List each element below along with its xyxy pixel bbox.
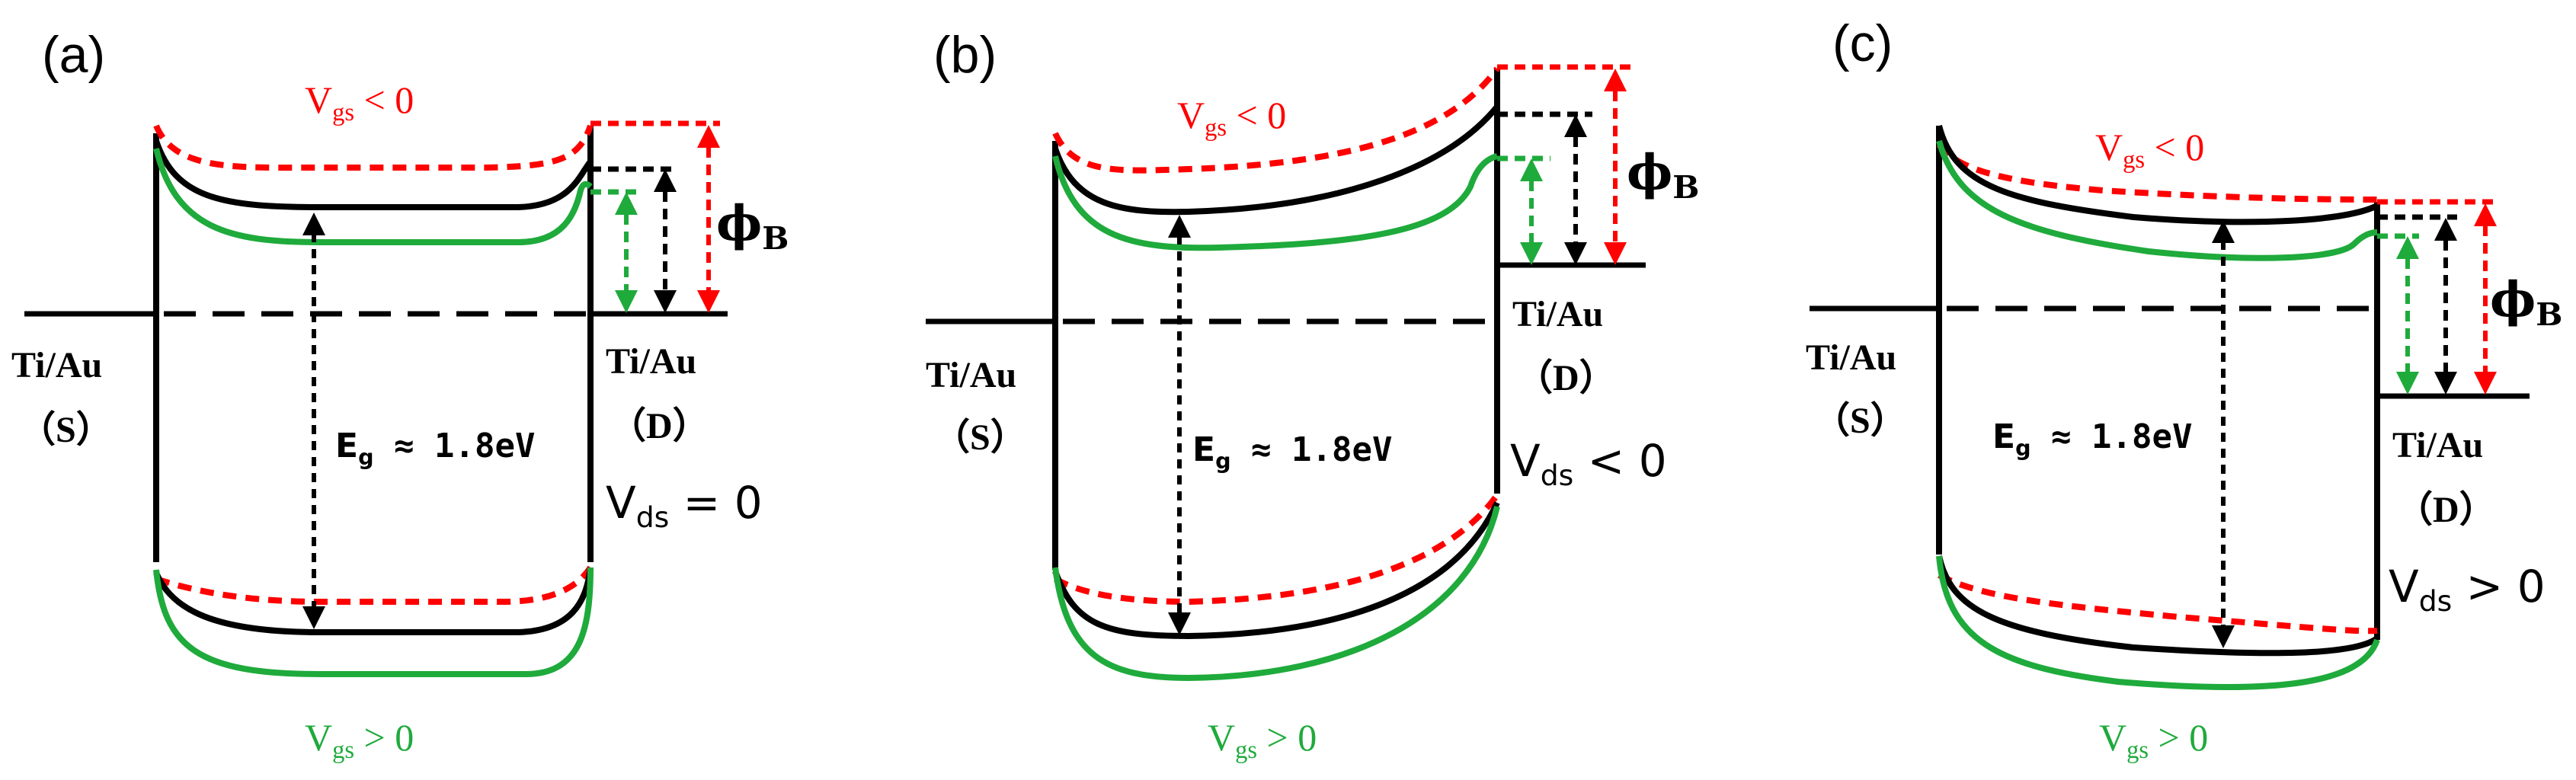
vgs-negative-label: Vgs < 0 (1177, 94, 1286, 142)
source-metal-label: Ti/Au (1806, 337, 1896, 378)
drain-name-label: （D） (610, 406, 709, 446)
conduction-band-vgs-negative (1936, 142, 2378, 203)
vds-label: Vds < 0 (1510, 435, 1667, 492)
vgs-negative-label: Vgs < 0 (305, 78, 414, 126)
conduction-band-vgs-negative (1052, 66, 1500, 174)
conduction-band-vgs-negative (153, 124, 594, 171)
panel-a: (a) Vgs < 0 Vgs > 0 Ti/Au （S） Ti/Au （D (11, 26, 789, 764)
panel-c: (c) Vgs < 0 Vgs > 0 Ti/Au （S） Ti/Au （D） … (1806, 14, 2562, 764)
valence-band-vgs-positive (153, 567, 594, 677)
panel-label: (a) (42, 26, 105, 84)
valence-band-vgs-negative (1938, 572, 2378, 635)
valence-band-vgs-positive (1936, 555, 2380, 691)
valence-band-vgs-zero (153, 567, 594, 635)
barrier-phi-label: ϕB (1627, 144, 1699, 206)
bandgap-label: Eg ≈ 1.8eV (335, 427, 535, 470)
source-name-label: （S） (19, 410, 113, 450)
conduction-band-vgs-zero (1936, 125, 2379, 225)
vgs-positive-label: Vgs > 0 (1208, 716, 1317, 764)
source-name-label: （S） (1813, 401, 1907, 441)
conduction-band-vgs-positive (1052, 153, 1499, 251)
valence-band-vgs-zero (1052, 501, 1500, 640)
panel-label: (b) (933, 26, 997, 84)
drain-name-label: （D） (1516, 358, 1616, 398)
vds-label: Vds > 0 (2389, 561, 2546, 618)
conduction-band-vgs-positive (153, 148, 593, 245)
valence-band-vgs-negative (1054, 493, 1500, 606)
vds-label: Vds = 0 (606, 477, 763, 534)
panel-label: (c) (1832, 14, 1893, 72)
barrier-phi-label: ϕB (2490, 271, 2562, 333)
drain-metal-label: Ti/Au (606, 341, 696, 382)
source-metal-label: Ti/Au (11, 345, 102, 385)
panel-b: (b) Vgs < 0 Vgs > 0 Ti/Au （S） Ti/Au （D） … (926, 26, 1699, 764)
vgs-negative-label: Vgs < 0 (2095, 126, 2204, 174)
drain-metal-label: Ti/Au (1512, 294, 1603, 334)
bandgap-label: Eg ≈ 1.8eV (1192, 430, 1392, 474)
barrier-phi-label: ϕB (716, 195, 789, 257)
drain-name-label: （D） (2396, 490, 2496, 530)
vgs-positive-label: Vgs > 0 (2099, 716, 2208, 764)
source-metal-label: Ti/Au (926, 355, 1016, 395)
source-name-label: （S） (933, 417, 1027, 458)
bandgap-label: Eg ≈ 1.8eV (1992, 417, 2192, 461)
conduction-band-vgs-zero (1052, 104, 1500, 216)
valence-band-vgs-zero (1936, 555, 2379, 657)
valence-band-vgs-negative (155, 565, 594, 605)
conduction-band-vgs-positive (1936, 139, 2378, 261)
drain-metal-label: Ti/Au (2392, 425, 2483, 465)
conduction-band-vgs-zero (153, 139, 594, 210)
valence-band-vgs-positive (1052, 506, 1500, 682)
vgs-positive-label: Vgs > 0 (305, 716, 414, 764)
